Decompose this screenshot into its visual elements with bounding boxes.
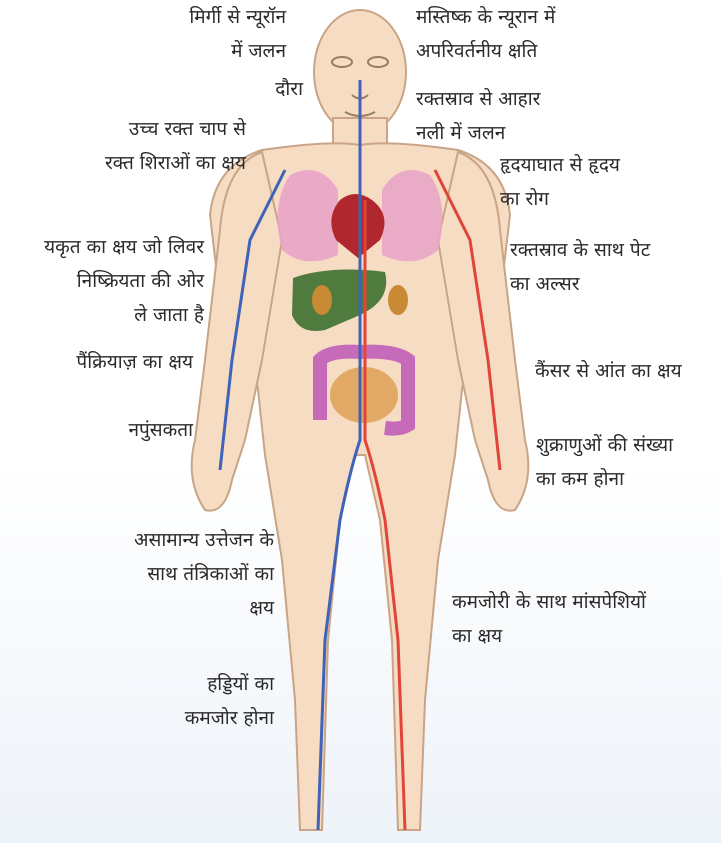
label-stomach: रक्तस्राव के साथ पेट का अल्सर (510, 233, 650, 301)
label-intestine: कैंसर से आंत का क्षय (535, 354, 682, 388)
label-epilepsy: मिर्गी से न्यूरॉन में जलन (189, 0, 286, 68)
label-pancreas: पैंक्रियाज़ का क्षय (76, 345, 193, 379)
label-brain-damage: मस्तिष्क के न्यूरान में अपरिवर्तनीय क्षत… (416, 0, 555, 68)
label-hypertension: उच्च रक्त चाप से रक्त शिराओं का क्षय (105, 112, 246, 180)
label-bones: हड्डियों का कमजोर होना (185, 667, 274, 735)
label-liver: यकृत का क्षय जो लिवर निष्क्रियता की ओर ल… (44, 230, 204, 332)
label-seizure: दौरा (275, 72, 303, 106)
label-impotence: नपुंसकता (128, 413, 193, 447)
label-sperm-count: शुक्राणुओं की संख्या का कम होना (536, 428, 673, 496)
label-esophagus: रक्तस्राव से आहार नली में जलन (416, 82, 540, 150)
label-muscles: कमजोरी के साथ मांसपेशियों का क्षय (452, 585, 646, 653)
label-nerves: असामान्य उत्तेजन के साथ तंत्रिकाओं का क्… (134, 523, 274, 625)
label-heart: हृदयाघात से हृदय का रोग (500, 148, 620, 216)
